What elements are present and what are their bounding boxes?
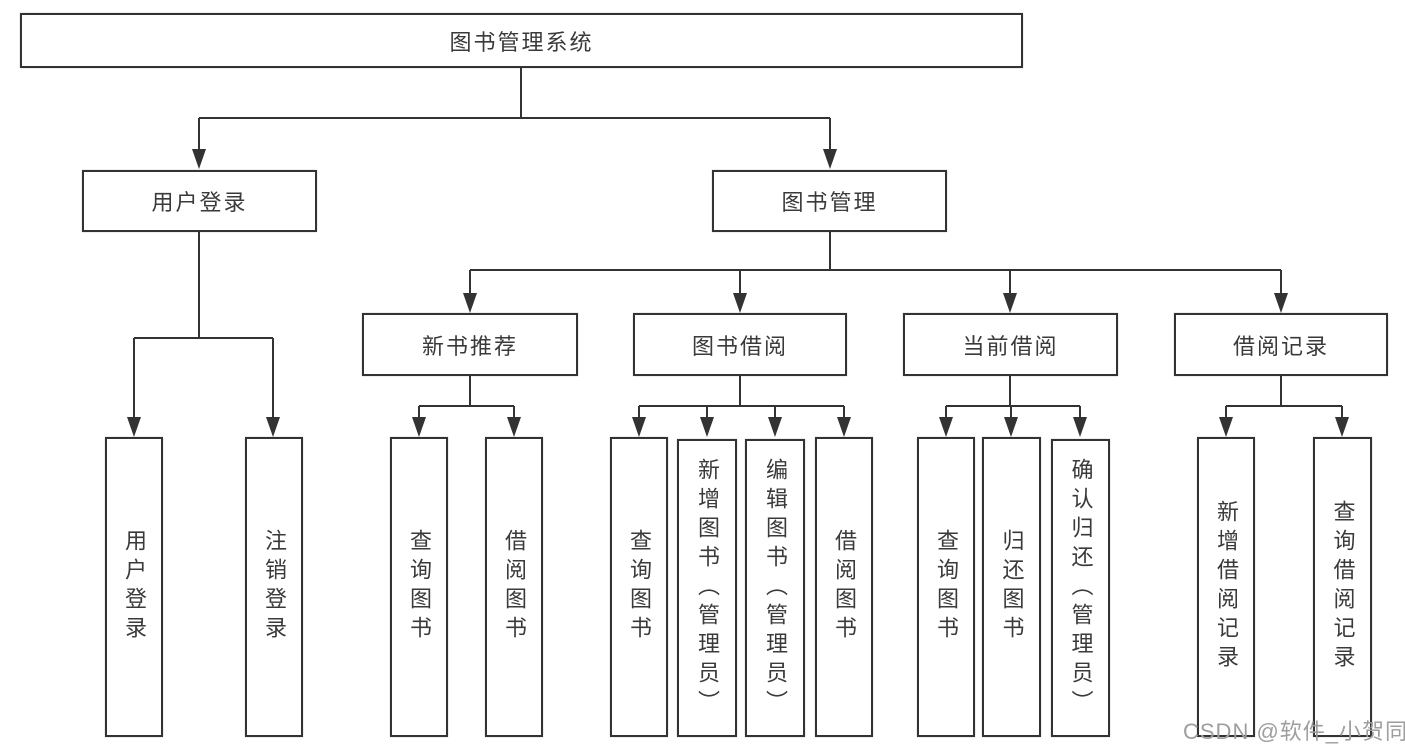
arrowhead-ul-logout bbox=[266, 417, 280, 437]
node-bb-borrow: 借阅图书 bbox=[815, 437, 873, 737]
node-br-query-label: 查询借阅记录 bbox=[1330, 500, 1356, 674]
arrowhead-user-login bbox=[192, 149, 206, 169]
node-cb-query: 查询图书 bbox=[917, 437, 975, 737]
arrowhead-bb-add bbox=[700, 417, 714, 437]
node-nb-borrow: 借阅图书 bbox=[485, 437, 543, 737]
node-book-borrow: 图书借阅 bbox=[633, 313, 847, 376]
node-nb-borrow-label: 借阅图书 bbox=[502, 529, 527, 645]
arrowhead-br-add bbox=[1219, 417, 1233, 437]
arrowhead-nb-query bbox=[412, 417, 426, 437]
node-bb-add: 新增图书（管理员） bbox=[677, 439, 737, 737]
node-nb-query-label: 查询图书 bbox=[407, 529, 432, 645]
node-ul-logout: 注销登录 bbox=[245, 437, 303, 737]
arrowhead-cb-confirm bbox=[1073, 417, 1087, 437]
node-user-login: 用户登录 bbox=[82, 170, 317, 232]
node-cb-query-label: 查询图书 bbox=[934, 529, 959, 645]
node-br-query: 查询借阅记录 bbox=[1313, 437, 1372, 737]
node-ul-login: 用户登录 bbox=[105, 437, 163, 737]
arrowhead-new-book-rec bbox=[463, 293, 477, 313]
node-bb-query: 查询图书 bbox=[610, 437, 668, 737]
node-ul-login-label: 用户登录 bbox=[122, 529, 147, 645]
csdn-watermark: CSDN @软件_小贺同学 bbox=[1183, 719, 1405, 744]
node-bb-add-label: 新增图书（管理员） bbox=[695, 457, 720, 719]
arrowhead-book-mgmt bbox=[823, 149, 837, 169]
node-bb-edit: 编辑图书（管理员） bbox=[745, 439, 805, 737]
node-cb-confirm: 确认归还（管理员） bbox=[1051, 439, 1110, 737]
node-bb-query-label: 查询图书 bbox=[627, 529, 652, 645]
node-nb-query: 查询图书 bbox=[390, 437, 448, 737]
node-new-book-rec: 新书推荐 bbox=[362, 313, 578, 376]
arrowhead-br-query bbox=[1335, 417, 1349, 437]
node-bb-edit-label: 编辑图书（管理员） bbox=[763, 457, 788, 719]
arrowhead-bb-borrow bbox=[837, 417, 851, 437]
arrowhead-cb-query bbox=[939, 417, 953, 437]
node-cb-confirm-label: 确认归还（管理员） bbox=[1068, 457, 1094, 719]
node-br-add: 新增借阅记录 bbox=[1197, 437, 1255, 737]
arrowhead-bb-query bbox=[632, 417, 646, 437]
node-borrow-records: 借阅记录 bbox=[1174, 313, 1388, 376]
node-root: 图书管理系统 bbox=[20, 13, 1023, 68]
node-book-mgmt: 图书管理 bbox=[712, 170, 947, 232]
arrowhead-bb-edit bbox=[768, 417, 782, 437]
node-ul-logout-label: 注销登录 bbox=[262, 529, 287, 645]
arrowhead-nb-borrow bbox=[507, 417, 521, 437]
arrowhead-cb-return bbox=[1004, 417, 1018, 437]
arrowhead-ul-login bbox=[127, 417, 141, 437]
arrowhead-current-borrow bbox=[1003, 293, 1017, 313]
node-bb-borrow-label: 借阅图书 bbox=[832, 529, 857, 645]
node-cb-return: 归还图书 bbox=[982, 437, 1041, 737]
node-br-add-label: 新增借阅记录 bbox=[1214, 500, 1239, 674]
arrowheads bbox=[127, 149, 1349, 437]
arrowhead-book-borrow bbox=[733, 293, 747, 313]
node-cb-return-label: 归还图书 bbox=[999, 529, 1025, 645]
node-current-borrow: 当前借阅 bbox=[903, 313, 1118, 376]
arrowhead-borrow-records bbox=[1274, 293, 1288, 313]
